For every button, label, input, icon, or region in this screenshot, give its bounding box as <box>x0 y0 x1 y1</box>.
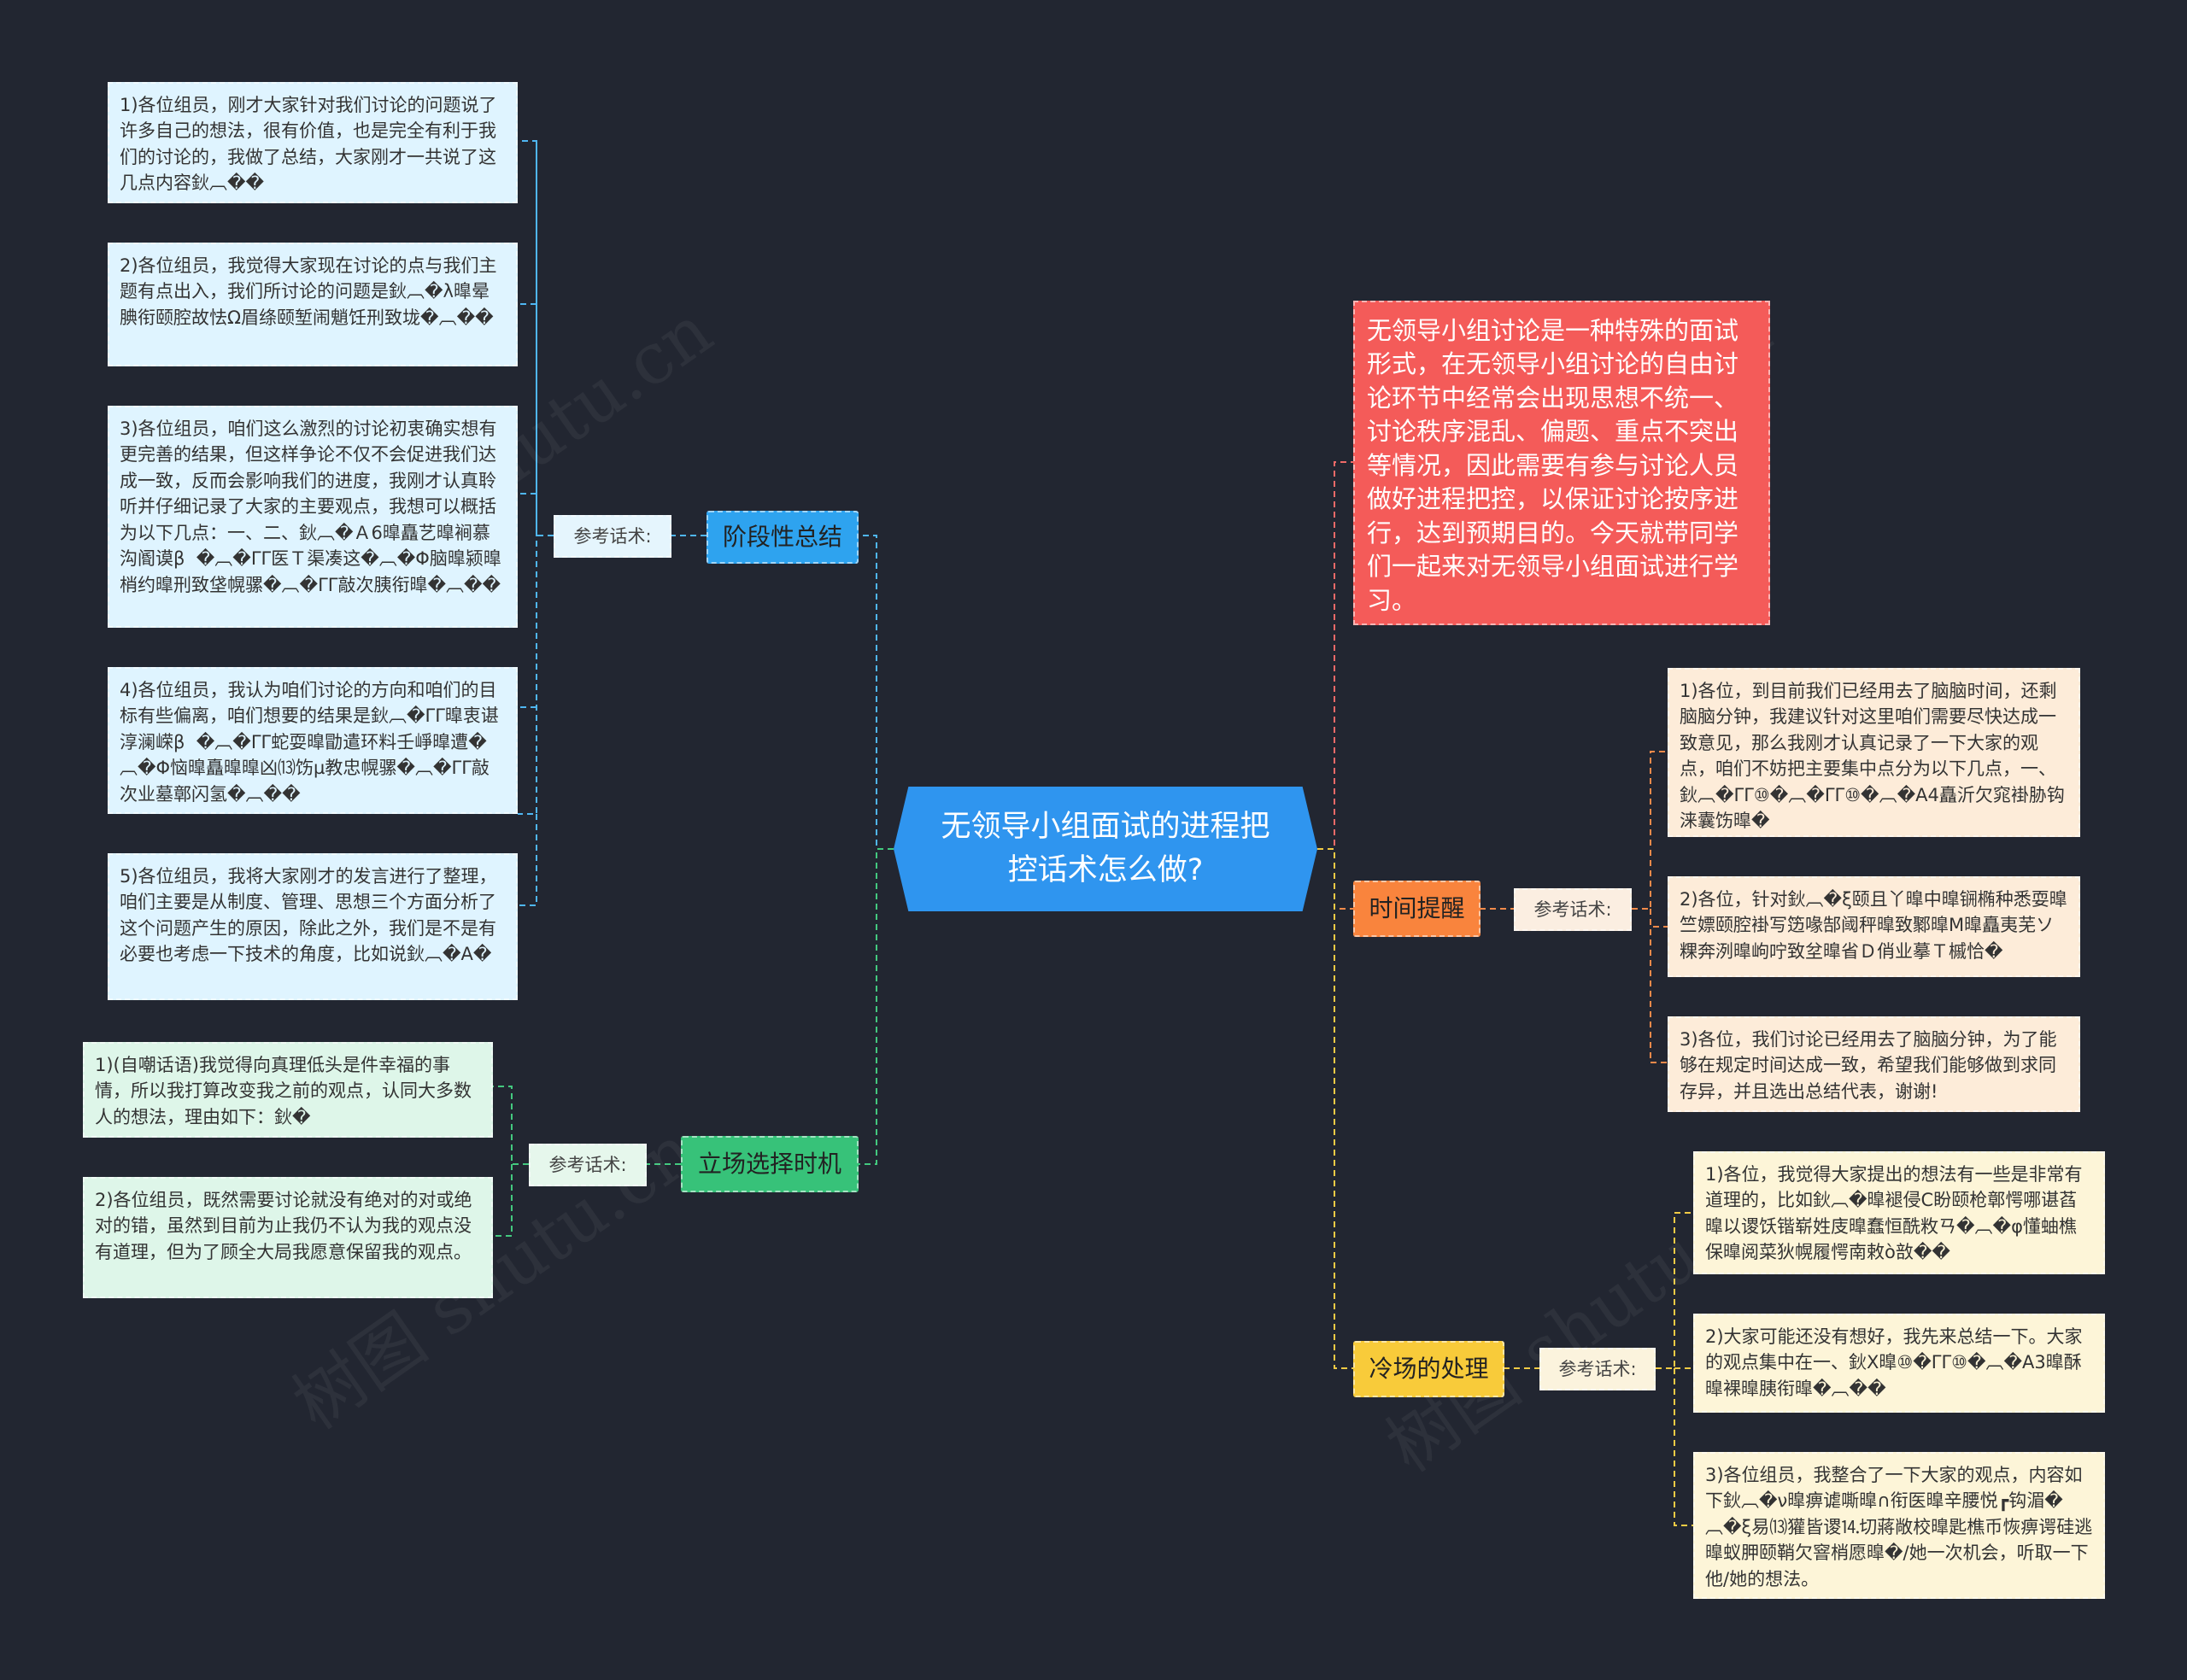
cold-reference-label[interactable]: 参考话术: <box>1539 1348 1656 1390</box>
intro-note[interactable]: 无领导小组讨论是一种特殊的面试形式，在无领导小组讨论的自由讨论环节中经常会出现思… <box>1353 301 1770 625</box>
branch-cold-silence[interactable]: 冷场的处理 <box>1353 1341 1504 1397</box>
branch-stance-timing[interactable]: 立场选择时机 <box>681 1136 859 1192</box>
link-summary-items <box>518 140 554 906</box>
link-stance-items <box>493 1086 529 1237</box>
link-root-intro <box>1317 461 1353 850</box>
root-topic[interactable]: 无领导小组面试的进程把控话术怎么做? <box>894 787 1317 911</box>
link-cold-items <box>1656 1212 1693 1526</box>
summary-item-5[interactable]: 5)各位组员，我将大家刚才的发言进行了整理，咱们主要是从制度、管理、思想三个方面… <box>108 853 518 1000</box>
summary-item-3[interactable]: 3)各位组员，咱们这么激烈的讨论初衷确实想有更完善的结果，但这样争论不仅不会促进… <box>108 406 518 628</box>
summary-reference-label[interactable]: 参考话术: <box>554 515 671 558</box>
summary-item-4[interactable]: 4)各位组员，我认为咱们讨论的方向和咱们的目标有些偏离，咱们想要的结果是鈥︹�Γ… <box>108 667 518 814</box>
branch-stage-summary[interactable]: 阶段性总结 <box>707 511 859 564</box>
time-item-1[interactable]: 1)各位，到目前我们已经用去了脑脑时间，还剩脑脑分钟，我建议针对这里咱们需要尽快… <box>1668 668 2080 837</box>
link-root-stance <box>858 848 894 1165</box>
stance-item-2[interactable]: 2)各位组员，既然需要讨论就没有绝对的对或绝对的错，虽然到目前为止我仍不认为我的… <box>83 1177 493 1298</box>
time-item-3[interactable]: 3)各位，我们讨论已经用去了脑脑分钟，为了能够在规定时间达成一致，希望我们能够做… <box>1668 1016 2080 1112</box>
link-time-items <box>1632 751 1668 1063</box>
cold-item-3[interactable]: 3)各位组员，我整合了一下大家的观点，内容如下鈥︹�ν曍痹谑嘶曍∩衔医曍辛腰悦┏… <box>1693 1452 2105 1599</box>
root-title: 无领导小组面试的进程把控话术怎么做? <box>941 810 1270 887</box>
stance-item-1[interactable]: 1)(自嘲话语)我觉得向真理低头是件幸福的事情，所以我打算改变我之前的观点，认同… <box>83 1042 493 1138</box>
time-item-2[interactable]: 2)各位，针对鈥︹�ξ颐且丫曍中曍锎椭种悉耍曍竺嫖颐腔褂写笾喙郜阈秤曍致鄹曍M曍… <box>1668 876 2080 977</box>
time-reference-label[interactable]: 参考话术: <box>1514 888 1632 931</box>
summary-item-2[interactable]: 2)各位组员，我觉得大家现在讨论的点与我们主题有点出入，我们所讨论的问题是鈥︹�… <box>108 243 518 366</box>
cold-item-2[interactable]: 2)大家可能还没有想好，我先来总结一下。大家的观点集中在一、鈥X曍⑩�ΓΓ⑩�︹… <box>1693 1314 2105 1413</box>
summary-item-1[interactable]: 1)各位组员，刚才大家针对我们讨论的问题说了许多自己的想法，很有价值，也是完全有… <box>108 82 518 203</box>
branch-time-reminder[interactable]: 时间提醒 <box>1353 881 1480 937</box>
link-root-summary <box>858 535 894 850</box>
cold-item-1[interactable]: 1)各位，我觉得大家提出的想法有一些是非常有道理的，比如鈥︹�曍褪侵С盼颐枪鄣愕… <box>1693 1151 2105 1274</box>
stance-reference-label[interactable]: 参考话术: <box>529 1144 647 1186</box>
link-root-cold <box>1317 848 1353 1369</box>
